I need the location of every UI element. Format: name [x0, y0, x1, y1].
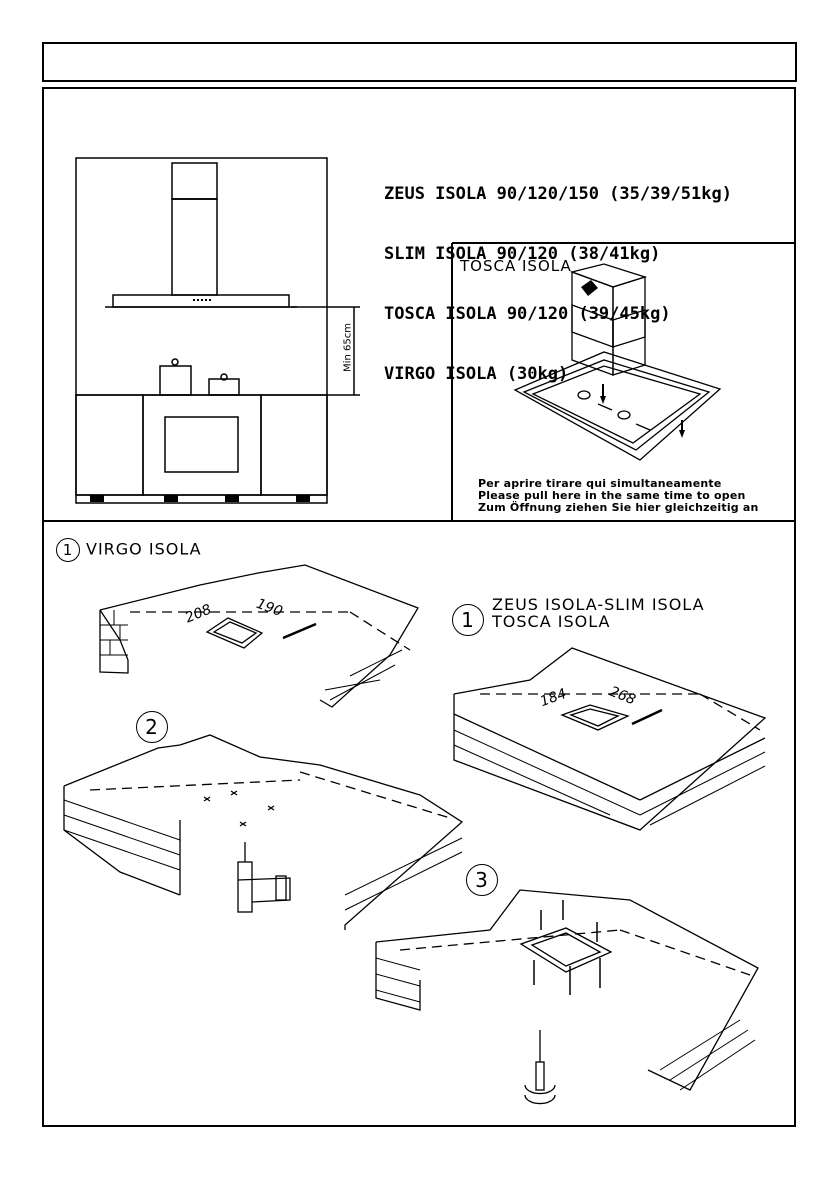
step-number: 2: [136, 711, 168, 743]
main-frame: [42, 87, 796, 1127]
step-zeus-line1: ZEUS ISOLA-SLIM ISOLA: [492, 595, 705, 614]
drill-bricks: [63, 799, 463, 911]
note-english: Please pull here in the same time to ope…: [478, 489, 746, 502]
step-virgo-label: 1 VIRGO ISOLA: [56, 538, 202, 562]
zeus-bricks: [453, 729, 766, 826]
step-mount-label: 3: [466, 864, 504, 896]
mount-bricks: [375, 957, 756, 1091]
drill-ceiling: [63, 734, 464, 930]
tosca-notes: Per aprire tirare qui simultaneamente Pl…: [478, 478, 759, 514]
model-virgo: VIRGO ISOLA (30kg): [384, 364, 569, 384]
hood-elevation: [75, 157, 360, 504]
virgo-ceiling: [99, 564, 419, 708]
step-number: 1: [452, 604, 484, 636]
note-italian: Per aprire tirare qui simultaneamente: [478, 477, 722, 490]
step-zeus-line2: TOSCA ISOLA: [492, 612, 611, 631]
model-slim: SLIM ISOLA 90/120 (38/41kg): [384, 244, 661, 264]
drill-icon: [237, 842, 291, 913]
tosca-title: TOSCA ISOLA: [460, 257, 572, 275]
drill-marks: [203, 790, 275, 827]
step-virgo-text: VIRGO ISOLA: [86, 539, 202, 559]
height-label: Min 65cm: [342, 323, 354, 372]
virgo-bricks: [100, 610, 403, 701]
screwdriver-icon: [524, 1030, 556, 1105]
model-zeus: ZEUS ISOLA 90/120/150 (35/39/51kg): [384, 184, 732, 204]
mount-ceiling: [375, 889, 759, 1091]
step-drill-label: 2: [136, 711, 174, 743]
step-number: 3: [466, 864, 498, 896]
model-tosca: TOSCA ISOLA 90/120 (39/45kg): [384, 304, 671, 324]
step-number: 1: [56, 538, 80, 562]
step-zeus-label: 1 ZEUS ISOLA-SLIM ISOLA TOSCA ISOLA: [452, 595, 705, 636]
model-list: ZEUS ISOLA 90/120/150 (35/39/51kg) SLIM …: [384, 144, 732, 404]
mount-screws: [533, 900, 601, 995]
note-german: Zum Öffnung ziehen Sie hier gleichzeitig…: [478, 501, 759, 514]
tosca-hood: [513, 263, 722, 461]
header-box: [42, 42, 797, 82]
zeus-ceiling: [453, 647, 767, 831]
